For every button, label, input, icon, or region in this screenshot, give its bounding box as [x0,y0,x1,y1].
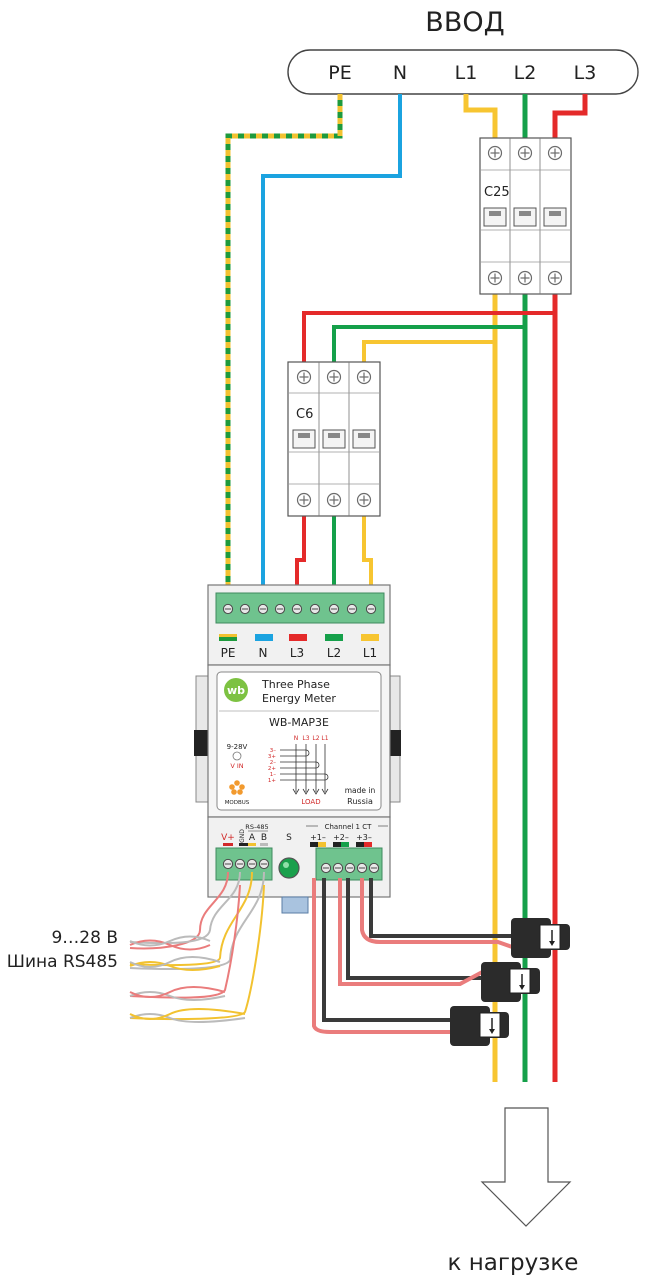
title: ВВОД [425,7,504,38]
made-in-line1: made in [345,786,376,795]
breaker-c6-label: C6 [296,407,313,422]
phase-label-n: N [294,735,299,742]
modbus-flower-icon [229,780,245,795]
breaker-c25 [479,137,572,295]
side-label-rs485: Шина RS485 [7,952,118,972]
phase-label-l2: L2 [312,735,319,742]
c6-out-l1 [362,510,373,605]
label-b: B [261,833,267,843]
label-rs485: RS-485 [245,823,268,831]
wire-pe [225,94,343,605]
wire-n [261,94,402,605]
output-arrow-icon [480,1107,572,1227]
meter-label-l1: L1 [363,646,377,660]
tap-l3 [302,311,555,370]
tap-l1 [362,340,495,370]
ct-pin-6: 1+ [268,778,276,784]
load-label: LOAD [301,798,320,806]
swatch-pe [219,634,237,641]
swatch-l2 [325,634,343,641]
twisted-cable-power [129,871,241,951]
label-ct3: +3– [356,833,372,842]
ct1-wire-pink [312,878,455,1034]
meter-model: WB-MAP3E [269,716,329,729]
ct-clamp-1 [450,1006,509,1046]
ct2-wire-pink [338,878,487,986]
label-gnd: GND [239,829,246,843]
ct3-wire-pink [360,878,516,950]
meter-label-l3: L3 [290,646,304,660]
tap-l2 [332,325,525,370]
phase-label-l1: L1 [321,735,328,742]
input-label-pe: PE [328,62,351,84]
ct-pin-3: 2– [270,760,276,766]
meter-label-pe: PE [221,646,236,660]
swatch-n [255,634,273,641]
ct3-wire-black [369,878,515,938]
input-terminal-bar [287,49,639,95]
meter-label-l2: L2 [327,646,341,660]
load-schematic [280,744,329,795]
breaker-c6 [287,361,381,517]
ct-pin-4: 2+ [268,766,276,772]
wire-l1-in [463,94,498,160]
service-button[interactable] [278,857,300,879]
input-label-l1: L1 [455,62,478,84]
meter-label-n: N [259,646,268,660]
label-s: S [286,833,292,843]
phase-label-l3: L3 [302,735,309,742]
wire-l3-in [552,94,588,160]
input-label-l2: L2 [514,62,537,84]
meter-line2: Energy Meter [262,692,336,705]
twisted-cable-rs485 [129,871,265,971]
meter-line1: Three Phase [261,678,330,691]
vin-bottom: V IN [230,762,243,770]
wb-logo-text: wb [227,684,245,697]
side-label-voltage: 9…28 В [51,928,118,948]
twisted-cable-rs485-2 [129,884,265,1023]
vin-top: 9-28V [227,743,248,751]
ct2-wire-black [346,878,486,980]
breaker-c25-label: C25 [484,185,510,200]
twisted-cable-power-2 [129,884,241,1001]
label-ct2: +2– [333,833,349,842]
ct-clamp-2 [481,962,540,1002]
c6-out-l3 [295,510,306,605]
label-ct1: +1– [310,833,326,842]
swatch-l1 [361,634,379,641]
label-v-plus: V+ [221,833,235,843]
ct1-wire-black [322,878,455,1022]
made-in-line2: Russia [347,797,373,806]
input-label-n: N [393,62,407,84]
ct-pin-2: 3+ [268,754,276,760]
wb-logo-icon [224,678,248,702]
label-channel: Channel 1 CT [325,823,373,831]
swatch-l3 [289,634,307,641]
vin-indicator-icon [232,751,242,761]
label-a: A [249,833,256,843]
ct-pin-5: 1– [270,772,276,778]
input-label-l3: L3 [574,62,597,84]
output-label: к нагрузке [448,1250,579,1276]
modbus-label: MODBUS [225,800,250,806]
ct-pin-1: 3– [270,748,276,754]
ct-clamp-3 [511,918,570,958]
